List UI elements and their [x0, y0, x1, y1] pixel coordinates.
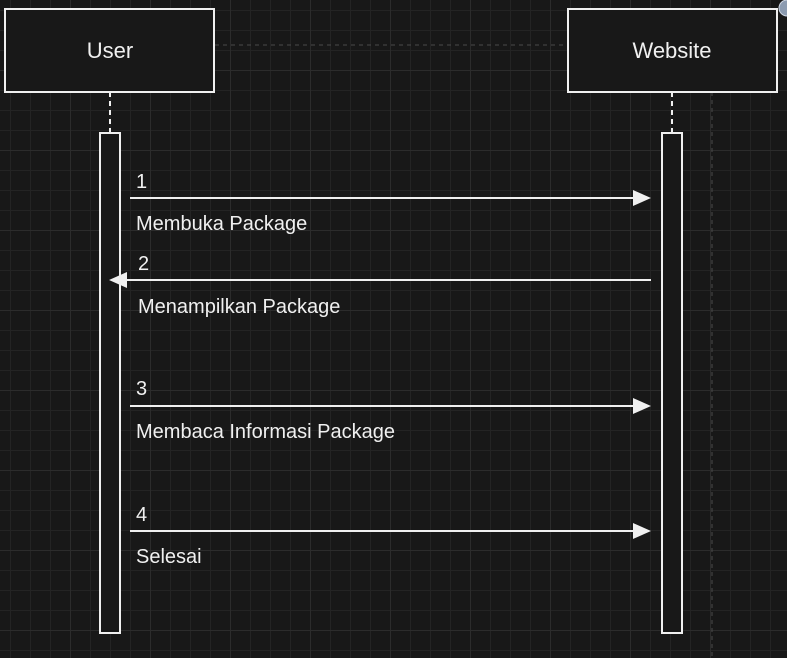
arrowhead-icon [109, 272, 127, 288]
message-1-label: Membuka Package [136, 213, 307, 235]
message-4[interactable]: 4 Selesai [130, 504, 651, 568]
actor-user-label: User [87, 38, 133, 63]
arrowhead-icon [633, 523, 651, 539]
message-4-label: Selesai [136, 546, 202, 568]
message-3-label: Membaca Informasi Package [136, 421, 395, 443]
message-1[interactable]: 1 Membuka Package [130, 171, 651, 235]
message-3[interactable]: 3 Membaca Informasi Package [130, 378, 651, 443]
resize-handle-icon[interactable] [778, 0, 787, 17]
message-1-number: 1 [136, 171, 147, 193]
arrowhead-icon [633, 398, 651, 414]
message-2[interactable]: 2 Menampilkan Package [109, 253, 651, 318]
actor-user[interactable]: User [4, 8, 215, 93]
message-2-label: Menampilkan Package [138, 296, 340, 318]
activation-bar-user[interactable] [99, 132, 121, 634]
message-4-number: 4 [136, 504, 147, 526]
arrowhead-icon [633, 190, 651, 206]
message-2-number: 2 [138, 253, 149, 275]
message-3-number: 3 [136, 378, 147, 400]
actor-website[interactable]: Website [567, 8, 778, 93]
activation-bar-website[interactable] [661, 132, 683, 634]
actor-website-label: Website [632, 38, 711, 63]
